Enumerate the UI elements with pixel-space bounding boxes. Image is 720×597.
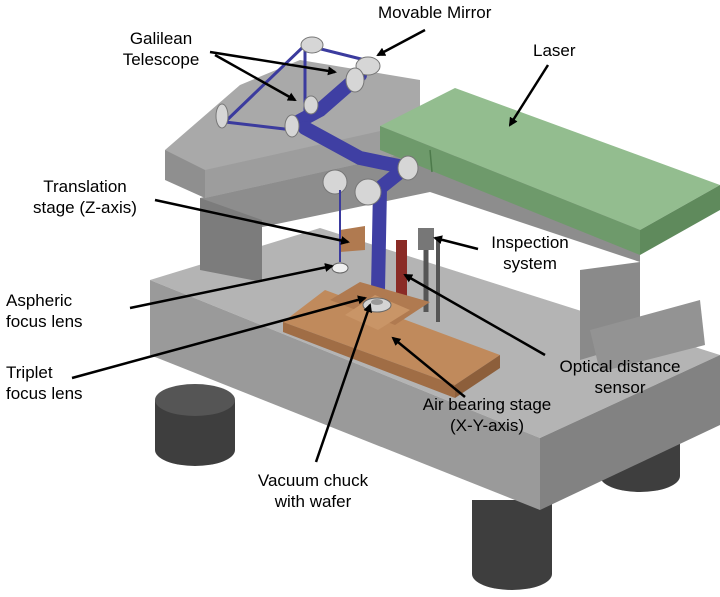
label-translation-stage: Translation stage (Z-axis) bbox=[33, 177, 137, 217]
label-laser: Laser bbox=[533, 41, 576, 60]
gantry-frame bbox=[200, 148, 705, 372]
label-inspection-system: Inspection system bbox=[491, 233, 569, 273]
label-galilean-telescope: Galilean Telescope bbox=[122, 29, 200, 69]
label-triplet-focus-lens: Triplet focus lens bbox=[6, 363, 83, 403]
label-optical-distance-sensor: Optical distance sensor bbox=[559, 357, 681, 397]
label-vacuum-chuck: Vacuum chuck with wafer bbox=[257, 471, 369, 511]
label-movable-mirror: Movable Mirror bbox=[378, 3, 492, 22]
callout-arrows bbox=[71, 28, 550, 463]
translation-stage-block bbox=[331, 190, 365, 274]
label-air-bearing-stage: Air bearing stage (X-Y-axis) bbox=[422, 395, 552, 435]
optic-mounts bbox=[215, 36, 419, 206]
laser-housing bbox=[380, 88, 720, 255]
label-aspheric-focus-lens: Aspheric focus lens bbox=[6, 291, 83, 331]
